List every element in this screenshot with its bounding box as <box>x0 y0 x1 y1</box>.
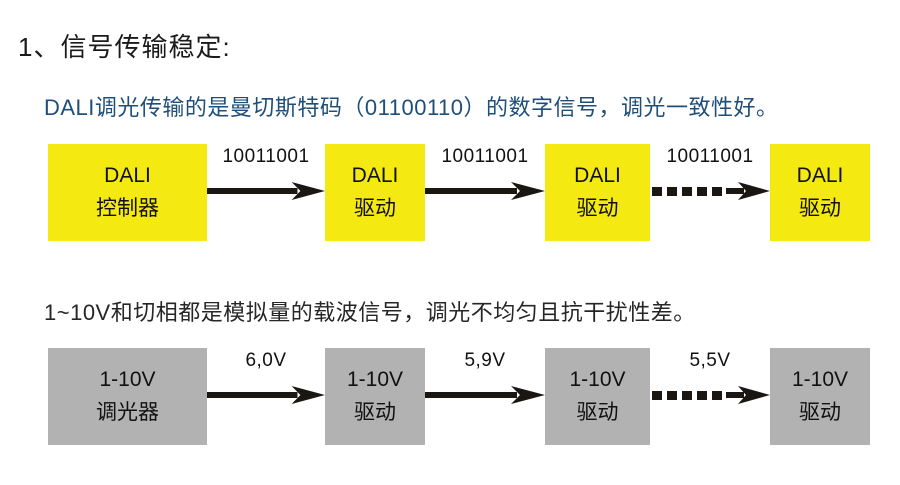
dali-node-controller[interactable]: DALI 控制器 <box>48 144 207 241</box>
node-line-1: 1-10V <box>569 368 626 392</box>
solid-arrow-right-icon <box>425 384 545 406</box>
dali-node-driver-1[interactable]: DALI 驱动 <box>325 144 425 241</box>
analog-node-driver-1[interactable]: 1-10V 驱动 <box>325 348 425 445</box>
dali-description-text: DALI调光传输的是曼切斯特码（01100110）的数字信号，调光一致性好。 <box>44 95 779 120</box>
node-line-2: 驱动 <box>576 196 619 220</box>
analog-description-text: 1~10V和切相都是模拟量的载波信号，调光不均匀且抗干扰性差。 <box>44 300 696 325</box>
node-line-2: 驱动 <box>354 400 396 424</box>
analog-node-dimmer[interactable]: 1-10V 调光器 <box>48 348 207 445</box>
analog-link-2-label: 5,9V <box>464 350 506 371</box>
node-line-2: 控制器 <box>96 196 159 220</box>
page-title: 1、信号传输稳定: <box>18 32 231 62</box>
dali-signal-chain-diagram: DALI 控制器 10011001 DALI 驱动 10011001 <box>0 144 900 244</box>
analog-link-2: 5,9V <box>425 348 545 445</box>
solid-arrow-right-icon <box>425 180 545 202</box>
dali-link-1-label: 10011001 <box>222 146 310 167</box>
solid-arrow-right-icon <box>207 384 325 406</box>
dali-link-2: 10011001 <box>425 144 545 241</box>
dali-link-3-label: 10011001 <box>666 146 754 167</box>
node-line-1: 1-10V <box>346 368 404 392</box>
dali-node-driver-3[interactable]: DALI 驱动 <box>770 144 870 241</box>
node-line-1: DALI <box>104 164 151 188</box>
dali-link-3: 10011001 <box>650 144 770 241</box>
analog-node-driver-2[interactable]: 1-10V 驱动 <box>545 348 650 445</box>
analog-link-1: 6,0V <box>207 348 325 445</box>
dali-link-2-label: 10011001 <box>441 146 529 167</box>
analog-link-3: 5,5V <box>650 348 770 445</box>
node-line-2: 驱动 <box>354 196 396 220</box>
node-line-2: 驱动 <box>576 400 619 424</box>
analog-link-3-label: 5,5V <box>689 350 731 371</box>
node-line-1: 1-10V <box>791 368 849 392</box>
analog-link-1-label: 6,0V <box>245 350 287 371</box>
dashed-arrow-right-icon <box>650 180 770 202</box>
node-line-1: 1-10V <box>99 368 156 392</box>
dashed-arrow-right-icon <box>650 384 770 406</box>
node-line-1: DALI <box>574 164 621 188</box>
node-line-1: DALI <box>351 164 399 188</box>
solid-arrow-right-icon <box>207 180 325 202</box>
analog-signal-chain-diagram: 1-10V 调光器 6,0V 1-10V 驱动 5,9V <box>0 348 900 448</box>
analog-node-driver-3[interactable]: 1-10V 驱动 <box>770 348 870 445</box>
node-line-1: DALI <box>796 164 844 188</box>
dali-node-driver-2[interactable]: DALI 驱动 <box>545 144 650 241</box>
node-line-2: 调光器 <box>96 400 159 424</box>
node-line-2: 驱动 <box>799 196 841 220</box>
node-line-2: 驱动 <box>799 400 841 424</box>
dali-link-1: 10011001 <box>207 144 325 241</box>
